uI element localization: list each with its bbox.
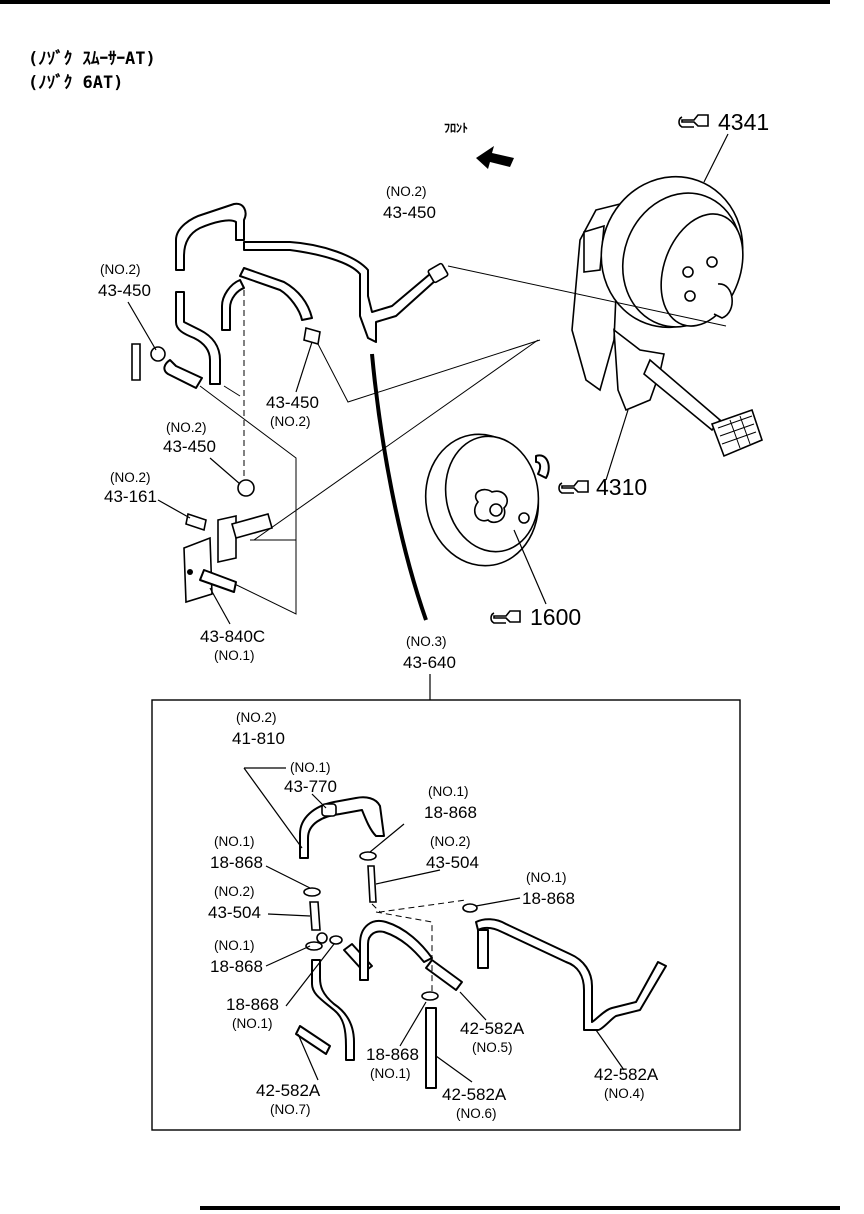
label-p-part: 18-868	[226, 995, 279, 1014]
front-label: ﾌﾛﾝﾄ	[444, 121, 468, 135]
valve-bracket	[183, 479, 273, 604]
label-g-part: 43-640	[403, 653, 456, 672]
label-k-qualifier: (NO.2)	[430, 834, 471, 849]
hose-43-640	[370, 353, 428, 621]
label-g-qualifier: (NO.3)	[406, 634, 447, 649]
upper-guide-lines	[199, 265, 727, 615]
label-c-part: 43-450	[266, 393, 319, 412]
label-l-qualifier: (NO.1)	[214, 834, 255, 849]
label-j-part: 18-868	[424, 803, 477, 822]
leader-e	[157, 499, 191, 519]
label-c-qualifier: (NO.2)	[270, 414, 311, 429]
booster-body	[424, 433, 550, 567]
leader-4310-line	[605, 409, 629, 481]
leader-1600-line	[513, 529, 547, 605]
label-e-part: 43-161	[104, 487, 157, 506]
label-q-qualifier: (NO.5)	[472, 1040, 513, 1055]
label-r-qualifier: (NO.1)	[370, 1066, 411, 1081]
label-b-qualifier: (NO.2)	[100, 262, 141, 277]
ref-hand-icon-4341	[678, 114, 709, 128]
label-r-part: 18-868	[366, 1045, 419, 1064]
front-arrow-icon	[476, 146, 514, 169]
label-q-part: 42-582A	[460, 1019, 525, 1038]
label-f-part: 43-840C	[200, 627, 265, 646]
ref-4310: 4310	[596, 474, 647, 500]
label-l-part: 18-868	[210, 853, 263, 872]
header-line-2: (ﾉｿﾞｸ 6AT)	[28, 72, 123, 93]
leader-4341	[703, 133, 729, 183]
label-o-qualifier: (NO.1)	[214, 938, 255, 953]
leader-d	[209, 457, 241, 485]
label-u-qualifier: (NO.6)	[456, 1106, 497, 1121]
label-i-qualifier: (NO.1)	[290, 760, 331, 775]
label-o-part: 18-868	[210, 957, 263, 976]
label-h-qualifier: (NO.2)	[236, 710, 277, 725]
leader-c	[295, 341, 313, 393]
label-k-part: 43-504	[426, 853, 479, 872]
label-n-qualifier: (NO.2)	[214, 884, 255, 899]
label-m-qualifier: (NO.1)	[526, 870, 567, 885]
label-s-qualifier: (NO.4)	[604, 1086, 645, 1101]
label-m-part: 18-868	[522, 889, 575, 908]
label-a-part: 43-450	[383, 203, 436, 222]
inset-hoses	[295, 796, 667, 1089]
upper-vacuum-hoses	[131, 202, 449, 389]
label-d-part: 43-450	[163, 437, 216, 456]
ref-1600: 1600	[530, 604, 581, 630]
label-s-part: 42-582A	[594, 1065, 659, 1084]
leader-b	[127, 301, 157, 351]
inset-guide-lines	[371, 899, 467, 992]
label-u-part: 42-582A	[442, 1085, 507, 1104]
label-e-qualifier: (NO.2)	[110, 470, 151, 485]
label-j-qualifier: (NO.1)	[428, 784, 469, 799]
header-line-1: (ﾉｿﾞｸ ｽﾑｰｻｰAT)	[28, 48, 156, 69]
ref-hand-icon-1600	[490, 610, 521, 624]
label-p-qualifier: (NO.1)	[232, 1016, 273, 1031]
label-h-part: 41-810	[232, 729, 285, 748]
inset-leaders	[243, 767, 625, 1083]
label-n-part: 43-504	[208, 903, 261, 922]
brake-pedal-assembly	[571, 175, 763, 458]
label-d-qualifier: (NO.2)	[166, 420, 207, 435]
label-t-qualifier: (NO.7)	[270, 1102, 311, 1117]
leader-43-840C	[209, 587, 231, 625]
inset-frame	[151, 699, 741, 1131]
ref-4341: 4341	[718, 109, 769, 135]
label-a-qualifier: (NO.2)	[386, 184, 427, 199]
label-i-part: 43-770	[284, 777, 337, 796]
label-b-part: 43-450	[98, 281, 151, 300]
label-f-qualifier: (NO.1)	[214, 648, 255, 663]
ref-hand-icon-4310	[558, 480, 589, 494]
label-t-part: 42-582A	[256, 1081, 321, 1100]
